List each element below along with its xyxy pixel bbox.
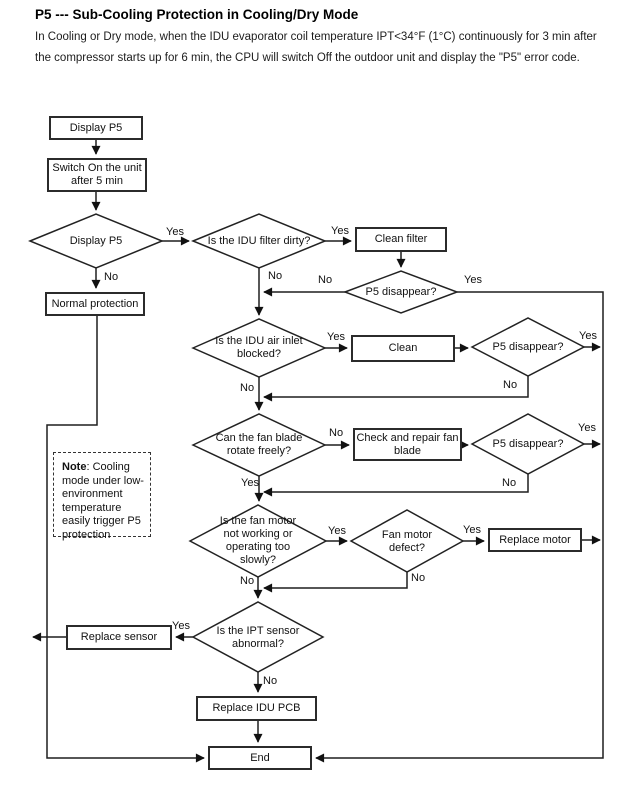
edge-label-yes-display-filter: Yes — [166, 226, 184, 238]
edge-label-no-inlet-down: No — [240, 382, 255, 394]
diamond-p5-disappear-2 — [470, 317, 586, 377]
diamond-fan-motor — [188, 504, 328, 578]
node-fan-motor: Is the fan motor not working or operatin… — [219, 515, 297, 566]
edge-label-no-p5-2: No — [503, 379, 518, 391]
node-air-inlet: Is the IDU air inlet blocked? — [215, 335, 303, 360]
node-clean-filter: Clean filter — [355, 227, 447, 252]
diamond-air-inlet — [191, 318, 327, 378]
edge-label-yes-p5-2: Yes — [579, 330, 597, 342]
edge-label-yes-defect-replace: Yes — [463, 524, 481, 536]
node-p5-disappear-1: P5 disappear? — [365, 285, 437, 298]
diamond-p5-disappear-3 — [470, 413, 586, 475]
description-line-2: the compressor starts up for 6 min, the … — [35, 52, 580, 64]
edge-label-no-p5-3: No — [502, 477, 517, 489]
node-filter-dirty: Is the IDU filter dirty? — [207, 234, 311, 247]
page-title: P5 --- Sub-Cooling Protection in Cooling… — [35, 7, 359, 22]
diamond-fan-motor-defect — [349, 509, 465, 573]
edge-label-yes-filter-clean: Yes — [331, 225, 349, 237]
edge-label-no-motor-down: No — [240, 575, 255, 587]
edge-label-no-blade-repair: No — [329, 427, 344, 439]
edge-label-yes-p5-3: Yes — [578, 422, 596, 434]
node-fan-motor-defect: Fan motor defect? — [381, 529, 433, 554]
edge-label-no-p5-1: No — [318, 274, 333, 286]
node-p5-disappear-3: P5 disappear? — [492, 437, 564, 450]
node-replace-motor: Replace motor — [488, 528, 582, 552]
edge-label-yes-blade-down: Yes — [241, 477, 259, 489]
node-p5-disappear-2: P5 disappear? — [492, 340, 564, 353]
diamond-p5-disappear-1 — [342, 270, 460, 314]
node-clean: Clean — [351, 335, 455, 362]
note-label: Note — [62, 461, 87, 473]
edge-label-yes-inlet-clean: Yes — [327, 331, 345, 343]
description-line-1: In Cooling or Dry mode, when the IDU eva… — [35, 31, 597, 43]
diamond-ipt-sensor — [191, 601, 325, 673]
note-box: Note: Cooling mode under low-environment… — [53, 452, 151, 541]
edge-label-yes-sensor-replace: Yes — [172, 620, 190, 632]
node-end: End — [208, 746, 312, 770]
diamond-fan-blade — [191, 413, 327, 477]
node-display-p5-decision: Display P5 — [69, 234, 123, 247]
node-check-repair-fan-blade: Check and repair fan blade — [353, 428, 462, 461]
node-normal-protection: Normal protection — [45, 292, 145, 316]
node-display-p5-start: Display P5 — [49, 116, 143, 140]
node-fan-blade: Can the fan blade rotate freely? — [215, 432, 303, 457]
node-switch-on-unit: Switch On the unit after 5 min — [47, 158, 147, 192]
edge-label-yes-p5-1: Yes — [464, 274, 482, 286]
node-ipt-sensor: Is the IPT sensor abnormal? — [216, 625, 300, 650]
note-text: : Cooling mode under low-environment tem… — [62, 461, 144, 541]
edge-label-no-defect-down: No — [411, 572, 426, 584]
page-description: In Cooling or Dry mode, when the IDU eva… — [35, 27, 597, 69]
edge-label-no-display-normal: No — [104, 271, 119, 283]
diamond-filter-dirty — [191, 213, 327, 269]
node-replace-idu-pcb: Replace IDU PCB — [196, 696, 317, 721]
edge-label-no-filter-down: No — [268, 270, 283, 282]
diamond-display-p5 — [28, 213, 164, 269]
edge-label-no-sensor-down: No — [263, 675, 278, 687]
edge-label-yes-motor-defect: Yes — [328, 525, 346, 537]
node-replace-sensor: Replace sensor — [66, 625, 172, 650]
